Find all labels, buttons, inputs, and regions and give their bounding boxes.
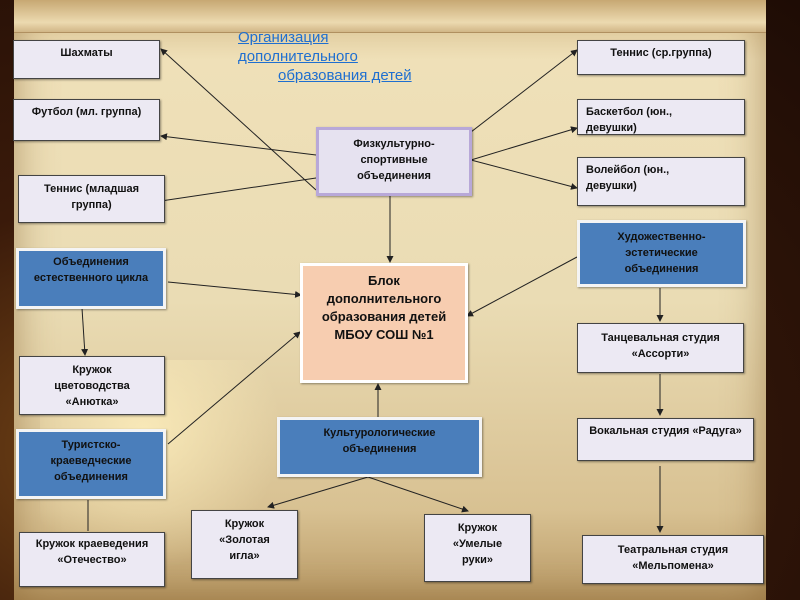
arrow-sport-chess	[160, 48, 317, 191]
flower-club-box: Кружок цветоводства «Анютка»	[19, 356, 165, 415]
tennis-junior-box: Теннис (младшая группа)	[18, 175, 165, 223]
tennis-middle-box: Теннис (ср.группа)	[577, 40, 745, 75]
arrow-natural-center	[167, 281, 302, 298]
chess-box: Шахматы	[13, 40, 160, 79]
natural-group-box: Объединения естественного цикла	[16, 248, 166, 309]
theatre-studio-box: Театральная студия «Мельпомена»	[582, 535, 764, 584]
arrow-culture-hands	[367, 476, 469, 513]
arrow-culture-needle	[267, 476, 369, 509]
arrow-sport-tennis-mid	[470, 49, 578, 133]
culture-group-box: Культурологические объединения	[277, 417, 482, 477]
page-title[interactable]: Организация дополнительного образования …	[238, 28, 412, 85]
art-group-box: Художественно-эстетические объединения	[577, 220, 746, 287]
arrow-tourism-center	[167, 331, 301, 445]
arrow-natural-flower	[81, 307, 89, 356]
arrow-sport-basketball	[470, 126, 578, 161]
vocal-studio-box: Вокальная студия «Радуга»	[577, 418, 754, 461]
center-block-box: Блок дополнительного образования детей М…	[300, 263, 468, 383]
title-line: образования детей	[278, 67, 412, 84]
title-line: дополнительного	[238, 48, 358, 65]
dance-studio-box: Танцевальная студия «Ассорти»	[577, 323, 744, 373]
arrow-art-center	[466, 256, 578, 317]
arrow-sport-volleyball	[470, 159, 578, 190]
golden-needle-club-box: Кружок «Золотая игла»	[191, 510, 298, 579]
volleyball-box: Волейбол (юн., девушки)	[577, 157, 745, 206]
local-history-club-box: Кружок краеведения «Отечество»	[19, 532, 165, 587]
tourism-group-box: Туристско-краеведческие объединения	[16, 429, 166, 499]
skilled-hands-club-box: Кружок «Умелые руки»	[424, 514, 531, 582]
sport-group-box: Физкультурно-спортивные объединения	[316, 127, 472, 196]
football-box: Футбол (мл. группа)	[13, 99, 160, 141]
arrow-sport-football	[160, 133, 317, 156]
basketball-box: Баскетбол (юн., девушки)	[577, 99, 745, 135]
title-line: Организация	[238, 29, 329, 46]
scroll-roll	[14, 0, 766, 33]
